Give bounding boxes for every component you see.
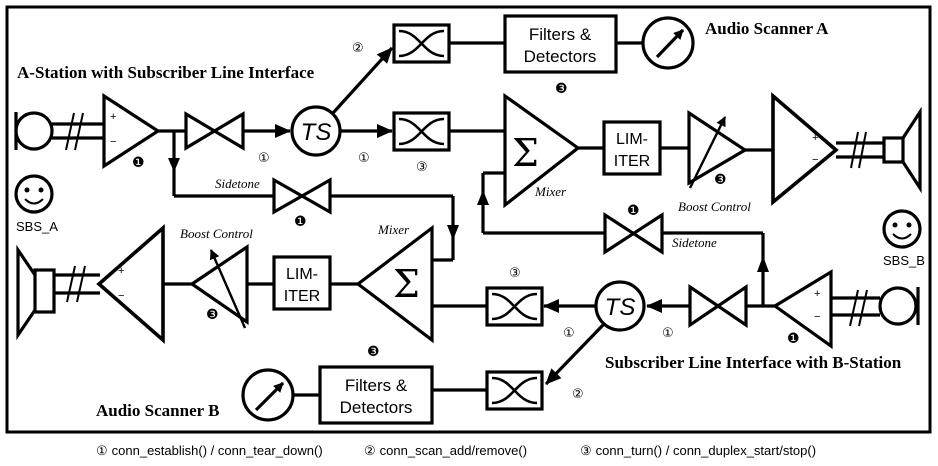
sidetone-label-b: Sidetone <box>672 235 717 250</box>
audio-scanner-b-title: Audio Scanner B <box>96 401 219 420</box>
svg-text:−: − <box>814 311 820 323</box>
marker-neg3-boost-a: ❸ <box>206 307 219 323</box>
marker-c1-a-switch: ① <box>258 151 270 166</box>
mixer-to-b: Σ <box>503 92 581 209</box>
marker-neg1-a-amp: ❶ <box>132 155 145 171</box>
marker-c2-b-scan: ② <box>572 387 584 402</box>
b-station-microphone-icon <box>831 286 920 327</box>
svg-text:+: + <box>814 288 820 300</box>
audio-meter-b-icon <box>241 368 295 422</box>
svg-text:ITER: ITER <box>284 288 320 305</box>
a-station-title: A-Station with Subscriber Line Interface <box>17 63 315 82</box>
coupler-b-scan <box>485 370 544 411</box>
svg-text:LIM-: LIM- <box>616 131 648 148</box>
b-station-switch-icon <box>688 283 748 329</box>
coupler-a-mix <box>392 111 451 152</box>
marker-c3-a-coupler: ③ <box>416 160 428 175</box>
audio-meter-a-icon <box>641 16 695 70</box>
marker-c1-b-switch: ① <box>662 326 674 341</box>
limiter-to-b: LIM- ITER <box>602 120 662 176</box>
svg-text:LIM-: LIM- <box>286 266 318 283</box>
svg-text:−: − <box>110 136 116 148</box>
marker-neg3-filters-a: ❸ <box>555 81 568 97</box>
svg-text:ITER: ITER <box>614 153 650 170</box>
marker-c1-b-ts-out: ① <box>563 326 575 341</box>
svg-text:Filters &: Filters & <box>345 376 408 395</box>
mixer-to-a: Σ <box>355 224 434 344</box>
boost-control-label-a: Boost Control <box>180 226 253 241</box>
b-speaker-icon <box>836 106 922 194</box>
mixer-label-a: Mixer <box>377 222 410 237</box>
sbs-a-smiley-icon <box>14 174 54 214</box>
boost-control-label-b: Boost Control <box>678 199 751 214</box>
a-station-microphone-icon <box>14 111 104 151</box>
svg-text:−: − <box>812 154 818 166</box>
marker-c1-a-ts-out: ① <box>358 151 370 166</box>
audio-scanner-a-title: Audio Scanner A <box>705 19 829 38</box>
svg-text:+: + <box>110 111 116 123</box>
marker-neg1-sidetone-a: ❶ <box>294 214 307 230</box>
filters-detectors-a: Filters & Detectors <box>503 14 618 74</box>
svg-text:TS: TS <box>301 119 332 146</box>
marker-neg1-b-amp: ❶ <box>787 331 800 347</box>
sbs-b-label: SBS_B <box>883 253 925 268</box>
sbs-b-smiley-icon <box>882 209 922 249</box>
a-speaker-amplifier: + − <box>96 224 165 344</box>
svg-text:−: − <box>118 290 124 302</box>
svg-text:TS: TS <box>605 294 636 321</box>
svg-text:Σ: Σ <box>393 262 420 306</box>
svg-text:Detectors: Detectors <box>340 398 413 417</box>
svg-text:+: + <box>118 265 124 277</box>
boost-control-a <box>189 243 249 329</box>
svg-text:Detectors: Detectors <box>524 47 597 66</box>
svg-text:+: + <box>812 132 818 144</box>
a-time-switch: TS <box>290 105 342 157</box>
boost-control-b <box>687 110 749 189</box>
sidetone-switch-b <box>603 212 664 255</box>
svg-text:Σ: Σ <box>512 131 539 175</box>
sidetone-label-a: Sidetone <box>215 176 260 191</box>
marker-c2-a-scan: ② <box>352 41 364 56</box>
b-station-title: Subscriber Line Interface with B-Station <box>605 353 902 372</box>
b-speaker-amplifier: + − <box>771 92 839 206</box>
b-station-line-amplifier: + − <box>772 269 833 350</box>
coupler-b-mix <box>485 286 544 327</box>
diagram-frame <box>5 5 932 434</box>
marker-neg3-mixer-a: ❸ <box>367 344 380 360</box>
coupler-a-scan <box>392 23 451 64</box>
marker-neg3-boost-b: ❸ <box>714 172 727 188</box>
limiter-to-a: LIM- ITER <box>272 255 332 311</box>
sidetone-switch-a <box>272 177 332 215</box>
b-time-switch: TS <box>594 280 646 332</box>
filters-detectors-b: Filters & Detectors <box>318 365 434 425</box>
svg-text:Filters &: Filters & <box>529 25 592 44</box>
a-station-switch-icon <box>184 111 245 151</box>
a-station-line-amplifier: + − <box>102 93 161 169</box>
marker-neg1-sidetone-b: ❶ <box>627 203 640 219</box>
marker-c3-b-coupler: ③ <box>509 266 521 281</box>
sbs-a-label: SBS_A <box>16 219 58 234</box>
a-speaker-icon <box>16 244 100 341</box>
mixer-label-b: Mixer <box>534 184 567 199</box>
